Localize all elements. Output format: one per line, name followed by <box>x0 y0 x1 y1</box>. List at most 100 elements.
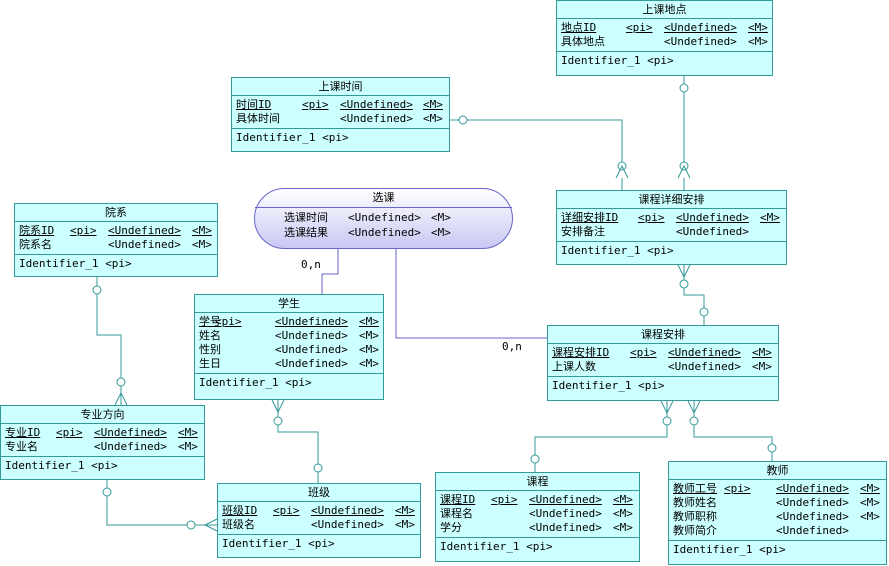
entity-title: 课程详细安排 <box>557 191 786 209</box>
attr-mandatory: <M> <box>395 518 415 531</box>
optional-circle <box>313 463 323 473</box>
attr-name: 姓名 <box>199 329 221 342</box>
entity-attr-row: 具体地点<Undefined><M> <box>561 35 772 49</box>
attr-key: <pi> <box>56 426 83 439</box>
attr-type: <Undefined> <box>275 343 348 356</box>
attr-type: <Undefined> <box>340 112 413 125</box>
crows-foot <box>114 391 128 406</box>
attr-mandatory: <M> <box>192 238 212 251</box>
entity-attr-row: 课程名<Undefined><M> <box>440 507 639 521</box>
attr-mandatory: <M> <box>178 426 198 439</box>
entity-title: 课程安排 <box>548 326 778 344</box>
entity-identifier: Identifier_1 <pi> <box>236 131 349 144</box>
attr-mandatory: <M> <box>748 35 768 48</box>
optional-circle <box>92 285 102 295</box>
attr-name: 班级ID <box>222 504 258 517</box>
attr-name: 班级名 <box>222 518 255 531</box>
entity-attributes: 课程安排ID<pi><Undefined><M>上课人数 <Undefined><… <box>548 344 778 377</box>
entity-xuesheng[interactable]: 学生学号<pi><Undefined><M>姓名<Undefined><M>性别… <box>194 294 384 400</box>
entity-shangke-didian[interactable]: 上课地点地点ID<pi><Undefined><M>具体地点<Undefined… <box>556 0 773 76</box>
attr-name: 院系ID <box>19 224 55 237</box>
attr-name: 地点ID <box>561 21 597 34</box>
link-xiangxi-anpai <box>683 265 705 325</box>
optional-circle <box>689 416 699 426</box>
entity-attr-row: 生日 <Undefined> <M> <box>199 357 383 371</box>
link-shijian-xiangxi <box>450 119 623 166</box>
entity-kecheng[interactable]: 课程课程ID<pi><Undefined><M>课程名<Undefined><M… <box>435 472 640 562</box>
entity-banji[interactable]: 班级班级ID<pi><Undefined><M>班级名<Undefined><M… <box>217 483 421 558</box>
entity-kecheng-xiangxi-anpai[interactable]: 课程详细安排详细安排ID<pi><Undefined><M>安排备注<Undef… <box>556 190 787 265</box>
attr-mandatory: <M> <box>431 211 451 224</box>
crows-foot <box>203 518 218 532</box>
link-xuanke-xuesheng <box>321 249 339 294</box>
optional-circle <box>662 416 672 426</box>
attr-mandatory: <M> <box>359 329 379 342</box>
link-xuanke-anpai <box>395 249 547 339</box>
optional-circle <box>273 416 283 426</box>
entity-title: 班级 <box>218 484 420 502</box>
relationship-title: 选课 <box>255 189 512 208</box>
attr-name: 专业ID <box>5 426 41 439</box>
entity-attr-row: 专业ID <pi> <Undefined> <M> <box>5 426 204 440</box>
entity-attr-row: 地点ID<pi><Undefined><M> <box>561 21 772 35</box>
link-anpai-kecheng <box>534 401 668 472</box>
relationship-xuanke[interactable]: 选课 选课时间 <Undefined> <M> 选课结果 <Undefined>… <box>254 188 513 249</box>
entity-zhuanye-fangxiang[interactable]: 专业方向专业ID <pi> <Undefined> <M>专业名<Undefined>… <box>0 405 205 480</box>
entity-identifier: Identifier_1 <pi> <box>222 537 335 550</box>
attr-type: <Undefined> <box>668 346 741 359</box>
attr-name: 详细安排ID <box>561 211 619 224</box>
crows-foot <box>271 399 285 414</box>
cardinality-student: 0,n <box>301 258 321 271</box>
entity-attributes: 教师工号<pi><Undefined><M>教师姓名<Undefined><M>… <box>669 480 886 541</box>
attr-name: 选课结果 <box>284 226 328 239</box>
link-zhuanye-banji <box>106 480 217 526</box>
attr-key: <pi> <box>724 482 751 495</box>
entity-attributes: 班级ID<pi><Undefined><M>班级名<Undefined><M> <box>218 502 420 535</box>
attr-name: 生日 <box>199 357 221 370</box>
crows-foot <box>615 164 629 179</box>
attr-mandatory: <M> <box>860 496 880 509</box>
attr-type: <Undefined> <box>668 360 741 373</box>
entity-attr-row: 专业名<Undefined><M> <box>5 440 204 454</box>
attr-type: <Undefined> <box>664 21 737 34</box>
entity-identifier: Identifier_1 <pi> <box>561 244 674 257</box>
entity-jiaoshi[interactable]: 教师教师工号<pi><Undefined><M>教师姓名<Undefined><… <box>668 461 887 565</box>
entity-attr-row: 课程安排ID<pi><Undefined><M> <box>552 346 778 360</box>
attr-name: 学号 <box>199 315 221 328</box>
optional-circle <box>458 115 468 125</box>
attr-name: 教师职称 <box>673 510 717 523</box>
attr-type: <Undefined> <box>94 440 167 453</box>
attr-mandatory: <M> <box>192 224 212 237</box>
attr-name: 具体时间 <box>236 112 280 125</box>
crows-foot <box>660 400 674 415</box>
link-xuesheng-banji <box>277 400 319 483</box>
entity-shangke-shijian[interactable]: 上课时间时间ID<pi><Undefined><M>具体时间<Undefined… <box>231 77 450 152</box>
attr-type: <Undefined> <box>94 426 167 439</box>
attr-mandatory: <M> <box>395 504 415 517</box>
attr-key: <pi> <box>302 98 329 111</box>
attr-mandatory: <M> <box>359 343 379 356</box>
entity-attr-row: 时间ID<pi><Undefined><M> <box>236 98 449 112</box>
attr-type: <Undefined> <box>311 504 384 517</box>
link-anpai-jiaoshi <box>693 401 773 461</box>
entity-yuanxi[interactable]: 院系院系ID<pi><Undefined><M>院系名<Undefined><M… <box>14 203 218 277</box>
attr-type: <Undefined> <box>275 357 348 370</box>
attr-name: 具体地点 <box>561 35 605 48</box>
attr-mandatory: <M> <box>860 482 880 495</box>
attr-name: 性别 <box>199 343 221 356</box>
entity-kecheng-anpai[interactable]: 课程安排课程安排ID<pi><Undefined><M>上课人数 <Undefin… <box>547 325 779 401</box>
entity-identifier: Identifier_1 <pi> <box>440 540 553 553</box>
entity-title: 专业方向 <box>1 406 204 424</box>
attr-mandatory: <M> <box>359 315 379 328</box>
attr-type: <Undefined> <box>676 211 749 224</box>
entity-attributes: 课程ID<pi><Undefined><M>课程名<Undefined><M>学… <box>436 491 639 538</box>
entity-attr-row: 班级名<Undefined><M> <box>222 518 420 532</box>
attr-mandatory: <M> <box>359 357 379 370</box>
attr-name: 上课人数 <box>552 360 596 373</box>
attr-type: <Undefined> <box>275 329 348 342</box>
optional-circle <box>767 443 777 453</box>
attr-key: <pi> <box>70 224 97 237</box>
attr-name: 教师简介 <box>673 524 717 537</box>
entity-attr-row: 学分<Undefined><M> <box>440 521 639 535</box>
